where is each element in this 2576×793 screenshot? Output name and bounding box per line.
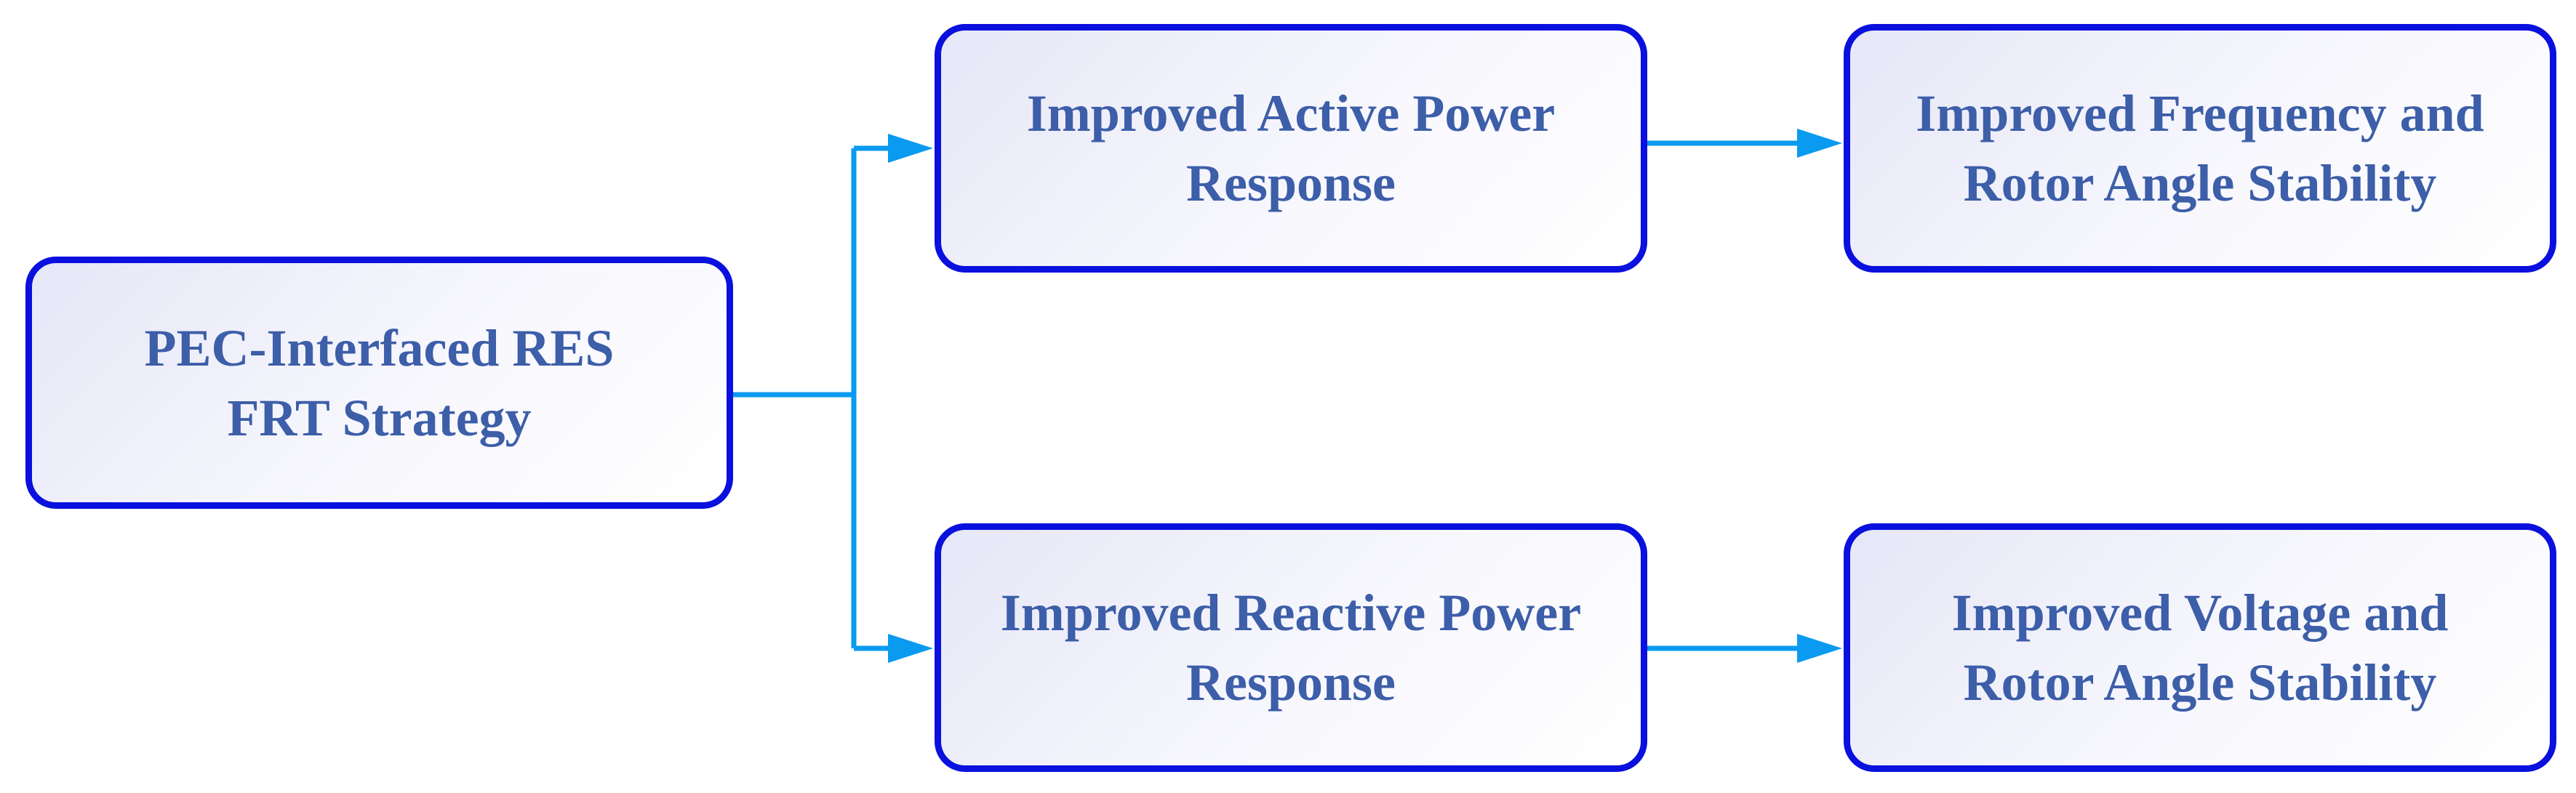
node-reactive-power: Improved Reactive Power Response (935, 523, 1647, 772)
node-frequency-stability-label: Improved Frequency and Rotor Angle Stabi… (1916, 84, 2484, 212)
arrowhead-frequency (1797, 129, 1842, 158)
node-active-power: Improved Active Power Response (935, 24, 1647, 273)
node-voltage-stability: Improved Voltage and Rotor Angle Stabili… (1844, 523, 2556, 772)
arrowhead-active (888, 134, 933, 163)
node-active-power-label: Improved Active Power Response (1026, 84, 1556, 212)
node-frt-strategy-label: PEC-Interfaced RES FRT Strategy (144, 318, 615, 447)
node-reactive-power-label: Improved Reactive Power Response (1000, 584, 1582, 712)
node-voltage-stability-label: Improved Voltage and Rotor Angle Stabili… (1951, 584, 2449, 712)
node-frequency-stability: Improved Frequency and Rotor Angle Stabi… (1844, 24, 2556, 273)
arrowhead-reactive (888, 634, 933, 663)
node-frt-strategy: PEC-Interfaced RES FRT Strategy (25, 257, 733, 509)
arrowhead-voltage (1797, 634, 1842, 663)
